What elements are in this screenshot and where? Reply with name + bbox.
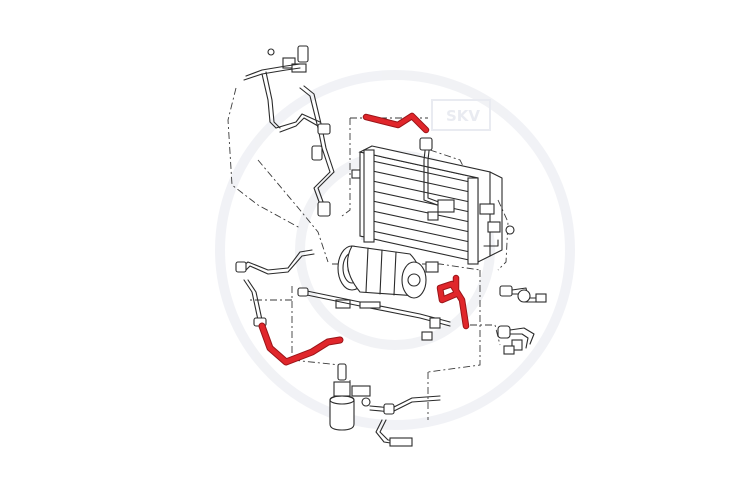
condenser-outlet-bolt	[427, 211, 439, 221]
service-valves-assembly	[243, 45, 361, 217]
condenser-outlet-fitting	[437, 199, 455, 213]
drier-canister	[329, 395, 355, 431]
highlighted-hoses	[258, 112, 470, 366]
condenser-inlet-fitting	[419, 137, 433, 151]
pipe-fitting-b	[429, 317, 441, 329]
compressor-rear-head	[401, 261, 427, 299]
valve-bolt	[267, 48, 275, 56]
pipe-fitting-a	[297, 287, 309, 297]
watermark-logo-box: SKV	[431, 99, 491, 131]
pipe-bolt	[421, 331, 433, 341]
right-small-bolt	[503, 345, 515, 355]
drier-head	[333, 381, 351, 397]
right-bolt	[535, 293, 547, 303]
compressor-port	[425, 261, 439, 273]
condenser-bracket	[479, 203, 495, 215]
pipe-clip	[317, 123, 331, 135]
condenser-bracket-2	[487, 221, 501, 233]
drier-mount-bolt	[361, 397, 371, 407]
hose-end-upper	[235, 261, 247, 273]
right-union	[517, 289, 531, 303]
condenser-side-tank-left	[363, 149, 375, 243]
condenser-side-tank-right	[467, 177, 479, 265]
fitting-right-upper	[499, 285, 513, 297]
drier-outlet-fitting	[383, 403, 395, 415]
condenser-mount-bolt	[505, 225, 515, 235]
pipe-union	[311, 145, 323, 161]
receiver-drier	[329, 363, 441, 447]
pipe-end-fitting	[317, 201, 331, 217]
pipe-sleeve	[359, 301, 381, 309]
suction-hose-highlight-core	[259, 323, 343, 365]
fitting-right-lower	[497, 325, 511, 339]
drier-bracket	[351, 385, 371, 397]
condenser-feed-pipe-highlight-core	[363, 113, 429, 133]
lower-pipes	[235, 249, 451, 341]
right-fittings	[497, 285, 547, 355]
pressure-switch	[511, 339, 523, 351]
condenser	[358, 137, 515, 265]
valve-fitting	[282, 57, 296, 69]
pressure-hose-highlight-core	[437, 275, 469, 329]
small-bolt	[351, 169, 361, 179]
drier-pipe-sleeve	[389, 437, 413, 447]
watermark-brand-text: SKV	[446, 107, 480, 125]
service-valve-upper	[297, 45, 309, 63]
ac-compressor	[335, 245, 439, 309]
drier-switch	[337, 363, 347, 381]
